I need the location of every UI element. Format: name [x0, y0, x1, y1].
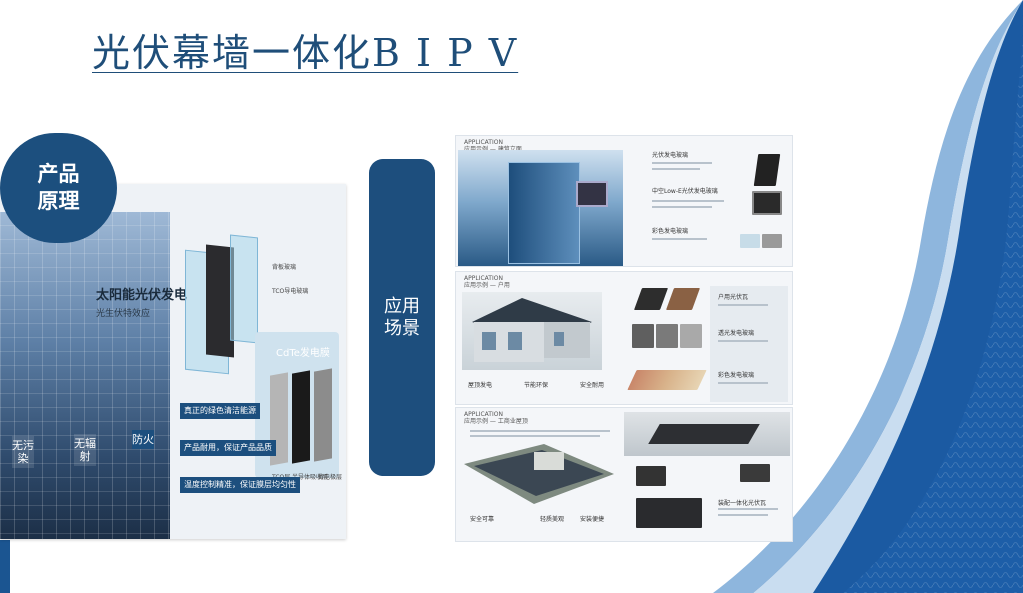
card-2-bottom-3: 安全耐用	[580, 382, 605, 389]
roof-panel-image	[624, 412, 790, 456]
layer-label-3: 背电极层	[318, 474, 343, 481]
feature-2: 产品耐用，保证产品品质	[180, 440, 276, 456]
pill-line-1: 应用	[384, 295, 420, 317]
card-3-bottom-1: 安全可靠	[470, 516, 495, 523]
principle-heading: 太阳能光伏发电	[96, 288, 188, 303]
layer-back-electrode	[314, 368, 332, 462]
card-3-item-1: 装配一体化光伏瓦	[718, 500, 767, 507]
card-1-item-2: 中空Low-E光伏发电玻璃	[652, 188, 718, 195]
left-accent-bar	[0, 540, 10, 593]
glass-thumb-2	[656, 324, 678, 348]
layer-label-2: 半导体吸收层	[292, 474, 329, 481]
pill-line-2: 场景	[384, 317, 420, 339]
tile-thumb-dark	[633, 288, 669, 310]
card-2-item-2: 透光发电玻璃	[718, 330, 755, 337]
product-thumb-3	[740, 234, 760, 248]
vertical-label-1: 无污染	[12, 436, 34, 468]
product-thumb-2	[752, 191, 782, 215]
tile-large-thumb	[636, 498, 702, 528]
facade-detail-thumb	[576, 181, 608, 207]
card-2-bottom-2: 节能环保	[524, 382, 549, 389]
glass-thumb-3	[680, 324, 702, 348]
building-image	[0, 212, 170, 539]
product-thumb-4	[762, 234, 782, 248]
commercial-roof-image	[464, 444, 614, 506]
card-3-bottom-3: 安装便捷	[580, 516, 605, 523]
tile-thumb-brown	[665, 288, 701, 310]
feature-3: 温度控制精准，保证膜层均匀性	[180, 477, 300, 493]
card-3-bottom-2: 轻质美观	[540, 516, 565, 523]
facade-building-image	[458, 150, 623, 266]
feature-1: 真正的绿色清洁能源	[180, 403, 260, 419]
residential-house-image	[462, 292, 602, 370]
glass-pane-back	[230, 234, 258, 344]
principle-panel: 太阳能光伏发电 光生伏特效应 无污染 无辐射 防火 背板玻璃 TCO导电玻璃 C…	[0, 184, 346, 539]
card-2-item-3: 彩色发电玻璃	[718, 372, 755, 379]
scene-pill: 应用场景	[369, 159, 435, 476]
color-glass-thumb	[627, 370, 707, 390]
glass-thumb-1	[632, 324, 654, 348]
product-thumb-1	[753, 154, 781, 186]
card-1-item-3: 彩色发电玻璃	[652, 228, 689, 235]
card-1-item-1: 光伏发电玻璃	[652, 152, 689, 159]
tile-detail-thumb-2	[740, 464, 770, 482]
card-2-item-1: 户用光伏瓦	[718, 294, 749, 301]
page-title: 光伏幕墙一体化B I P V	[92, 31, 519, 75]
background-swoosh	[713, 0, 1023, 593]
vertical-label-2: 无辐射	[74, 434, 96, 466]
vertical-label-3: 防火	[132, 430, 154, 449]
tile-detail-thumb-1	[636, 466, 666, 486]
principle-badge: 产品原理	[0, 133, 117, 243]
glass-label-2: TCO导电玻璃	[272, 288, 309, 295]
badge-line-1: 产品	[37, 162, 80, 186]
badge-line-2: 原理	[37, 189, 80, 213]
glass-label-1: 背板玻璃	[272, 264, 297, 271]
principle-subheading: 光生伏特效应	[96, 309, 151, 319]
card-2-bottom-1: 屋顶发电	[468, 382, 493, 389]
layer-absorber	[292, 370, 310, 464]
cdte-label: CdTe发电膜	[276, 348, 330, 359]
